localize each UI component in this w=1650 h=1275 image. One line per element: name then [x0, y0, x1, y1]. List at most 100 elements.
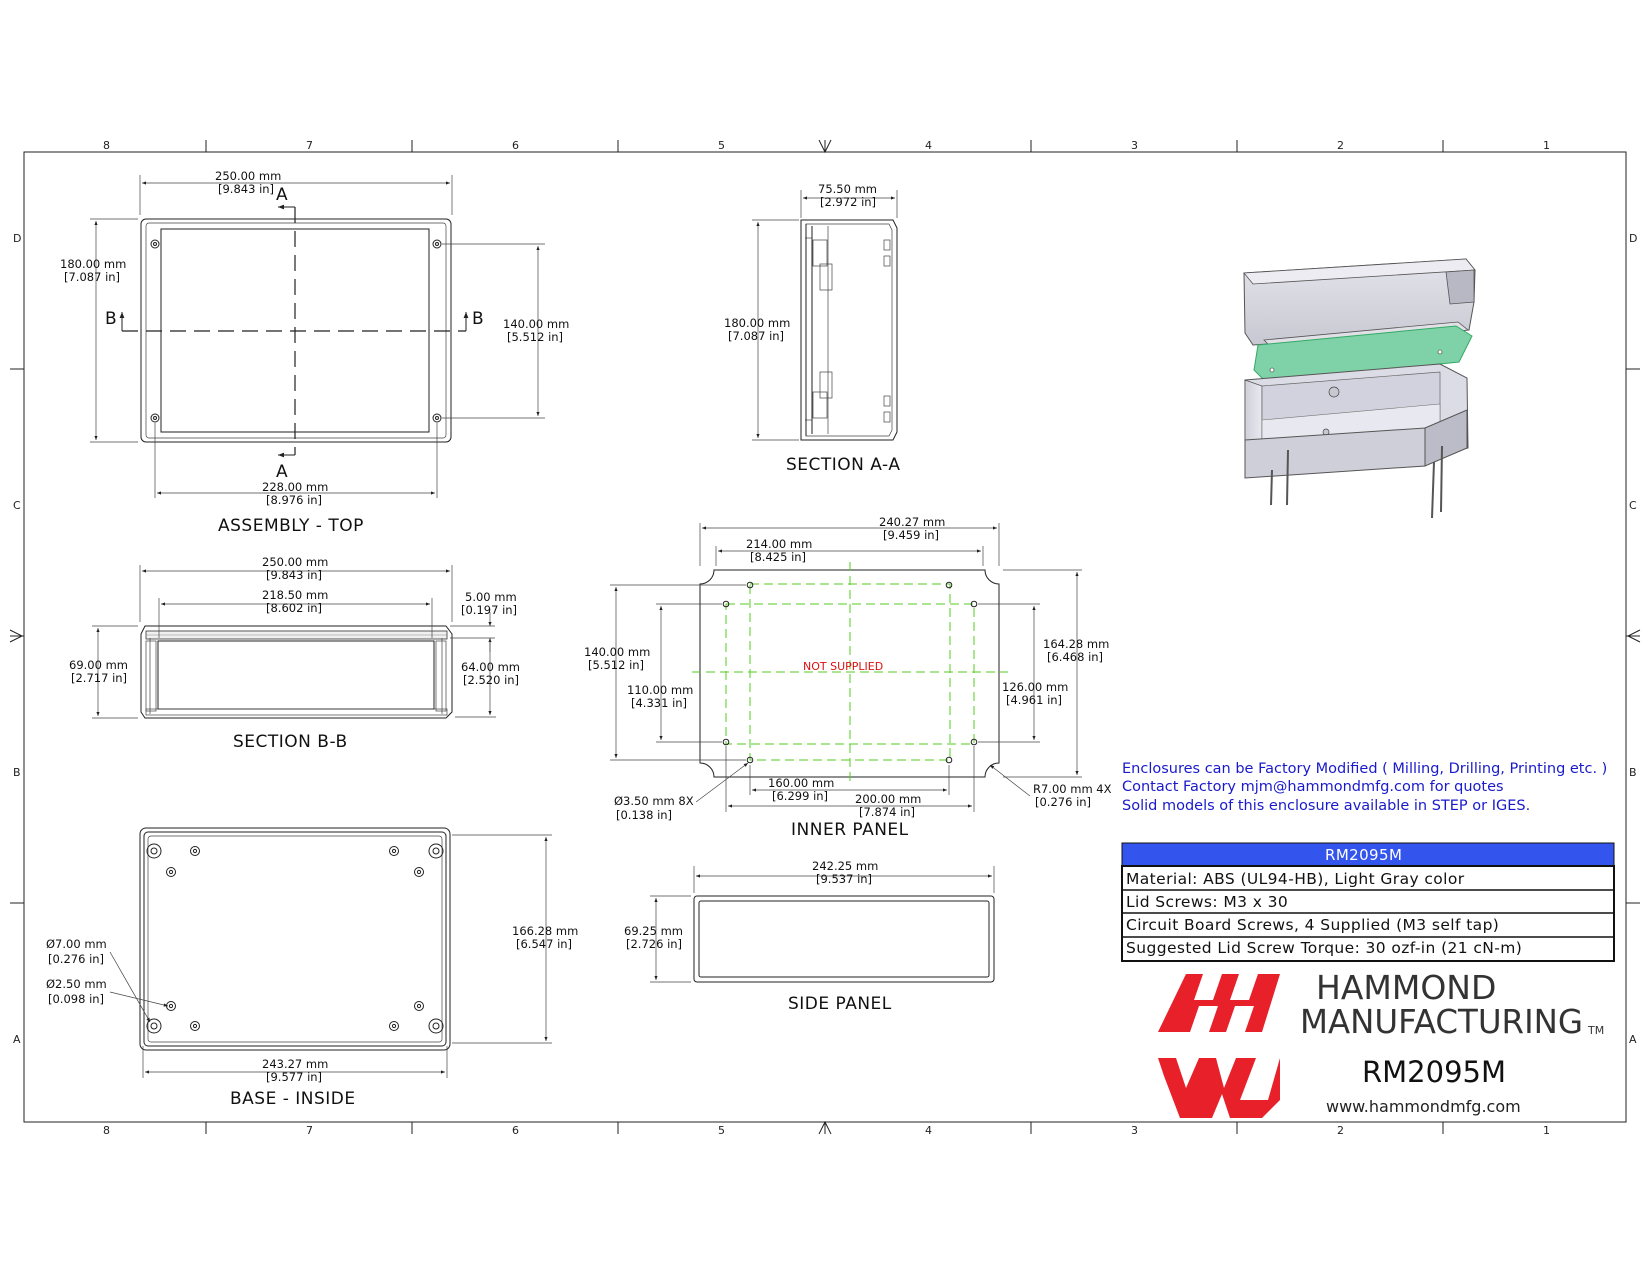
- dim-radius-in: [0.276 in]: [1035, 795, 1091, 809]
- note-line: Enclosures can be Factory Modified ( Mil…: [1122, 761, 1607, 777]
- column-label: 8: [103, 139, 110, 152]
- row-label: A: [1629, 1033, 1637, 1046]
- dim-hole-w2-in: [6.299 in]: [772, 789, 828, 803]
- column-label: 5: [718, 139, 725, 152]
- row-label: D: [13, 232, 21, 245]
- note-line: Solid models of this enclosure available…: [1122, 798, 1530, 814]
- dim-height-mm: 69.00 mm: [69, 658, 128, 672]
- spec-table-header: RM2095M: [1325, 846, 1402, 864]
- column-label: 2: [1337, 139, 1344, 152]
- dim-boss-dia-mm: Ø7.00 mm: [46, 937, 107, 951]
- column-label: 2: [1337, 1124, 1344, 1137]
- dim-height-mm: 180.00 mm: [60, 257, 126, 271]
- section-b-label: B: [105, 309, 117, 329]
- column-label: 7: [306, 1124, 313, 1137]
- dim-width-in: [9.537 in]: [816, 872, 872, 886]
- exploded-isometric-view: [1243, 258, 1476, 519]
- dim-height-in: [7.087 in]: [728, 329, 784, 343]
- part-number: RM2095M: [1362, 1055, 1506, 1089]
- dim-hole-h2-in: [4.961 in]: [1006, 693, 1062, 707]
- dim-height-left-in: [5.512 in]: [588, 658, 644, 672]
- dim-hole-h2-mm: 126.00 mm: [1002, 680, 1068, 694]
- section-aa-view: 75.50 mm [2.972 in] 180.00 mm [7.087 in]…: [724, 182, 900, 475]
- title-frame: 8 7 6 5 4 3 2 1 8 7 6 5 4 3 2 1 D C B A …: [9, 139, 1641, 1137]
- view-title: ASSEMBLY - TOP: [218, 516, 364, 536]
- dim-height-outer-mm: 164.28 mm: [1043, 637, 1109, 651]
- dim-hole-w1-mm: 214.00 mm: [746, 537, 812, 551]
- view-title: SECTION A-A: [786, 455, 900, 475]
- inner-panel-view: NOT SUPPLIED 240.27 mm [9.459 in] 214.00…: [584, 515, 1112, 840]
- logo-line2: MANUFACTURING: [1300, 1002, 1583, 1041]
- column-label: 4: [925, 139, 932, 152]
- dim-width-in: [9.459 in]: [883, 528, 939, 542]
- spec-row: Suggested Lid Screw Torque: 30 ozf-in (2…: [1126, 939, 1522, 957]
- dim-height-outer-in: [6.468 in]: [1047, 650, 1103, 664]
- dim-width-mm: 240.27 mm: [879, 515, 945, 529]
- website-url: www.hammondmfg.com: [1326, 1097, 1521, 1116]
- dim-lid-in: [0.197 in]: [461, 603, 517, 617]
- assembly-top-view: A A B B 250.00 mm [9.843 in] 180.00 mm […: [60, 169, 569, 536]
- column-label: 1: [1543, 1124, 1550, 1137]
- dim-inner-mm: 218.50 mm: [262, 588, 328, 602]
- dim-height-in: [2.726 in]: [626, 937, 682, 951]
- row-label: A: [13, 1033, 21, 1046]
- dim-height-mm: 166.28 mm: [512, 924, 578, 938]
- dim-inner-height-mm: 64.00 mm: [461, 660, 520, 674]
- dim-hole-dia-in: [0.138 in]: [616, 808, 672, 822]
- dim-width-mm: 250.00 mm: [215, 169, 281, 183]
- dim-hole-dia-mm: Ø3.50 mm 8X: [614, 794, 694, 808]
- view-title: INNER PANEL: [791, 820, 909, 840]
- dim-hole-w2-mm: 160.00 mm: [768, 776, 834, 790]
- dim-height-in: [6.547 in]: [516, 937, 572, 951]
- row-label: C: [13, 499, 21, 512]
- row-label: B: [1629, 766, 1637, 779]
- row-label: B: [13, 766, 21, 779]
- section-bb-view: 250.00 mm [9.843 in] 218.50 mm [8.602 in…: [69, 555, 520, 752]
- dim-height-left-mm: 140.00 mm: [584, 645, 650, 659]
- view-title: SIDE PANEL: [788, 994, 892, 1014]
- dim-hole-spacing-v-mm: 140.00 mm: [503, 317, 569, 331]
- section-b-label: B: [472, 309, 484, 329]
- dim-height-in: [2.717 in]: [71, 671, 127, 685]
- dim-height-in: [7.087 in]: [64, 270, 120, 284]
- section-a-label: A: [276, 185, 288, 205]
- dim-width-in: [9.577 in]: [266, 1070, 322, 1084]
- section-a-label: A: [276, 462, 288, 482]
- row-label: D: [1629, 232, 1637, 245]
- not-supplied-note: NOT SUPPLIED: [803, 660, 883, 673]
- view-title: SECTION B-B: [233, 732, 348, 752]
- dim-inner-in: [8.602 in]: [266, 601, 322, 615]
- dim-height-mm: 69.25 mm: [624, 924, 683, 938]
- spec-row: Lid Screws: M3 x 30: [1126, 893, 1288, 911]
- logo-trademark: TM: [1587, 1024, 1604, 1037]
- dim-width-mm: 242.25 mm: [812, 859, 878, 873]
- dim-hole-dia-in: [0.098 in]: [48, 992, 104, 1006]
- spec-row: Material: ABS (UL94-HB), Light Gray colo…: [1126, 870, 1465, 888]
- dim-hole-spacing-v-in: [5.512 in]: [507, 330, 563, 344]
- dim-radius-mm: R7.00 mm 4X: [1033, 782, 1112, 796]
- dim-depth-in: [2.972 in]: [820, 195, 876, 209]
- dim-hole-w1-in: [8.425 in]: [750, 550, 806, 564]
- dim-hole-spacing-h-mm: 228.00 mm: [262, 480, 328, 494]
- dim-inner-height-in: [2.520 in]: [463, 673, 519, 687]
- column-label: 1: [1543, 139, 1550, 152]
- dim-height-mm: 180.00 mm: [724, 316, 790, 330]
- dim-width-mm: 243.27 mm: [262, 1057, 328, 1071]
- side-panel-view: 242.25 mm [9.537 in] 69.25 mm [2.726 in]…: [624, 859, 995, 1014]
- dim-hole-spacing-h-in: [8.976 in]: [266, 493, 322, 507]
- dim-width-in: [9.843 in]: [266, 568, 322, 582]
- dim-hole-h1-mm: 110.00 mm: [627, 683, 693, 697]
- column-label: 8: [103, 1124, 110, 1137]
- view-title: BASE - INSIDE: [230, 1089, 356, 1109]
- column-label: 4: [925, 1124, 932, 1137]
- column-label: 6: [512, 1124, 519, 1137]
- column-label: 5: [718, 1124, 725, 1137]
- dim-width-in: [9.843 in]: [218, 182, 274, 196]
- row-label: C: [1629, 499, 1637, 512]
- dim-hole-w3-mm: 200.00 mm: [855, 792, 921, 806]
- logo-line1: HAMMOND: [1316, 968, 1496, 1007]
- note-line: Contact Factory mjm@hammondmfg.com for q…: [1122, 779, 1504, 795]
- dim-hole-w3-in: [7.874 in]: [859, 805, 915, 819]
- dim-hole-dia-mm: Ø2.50 mm: [46, 977, 107, 991]
- hammond-logo: HAMMOND MANUFACTURING TM RM2095M www.ham…: [1158, 968, 1604, 1118]
